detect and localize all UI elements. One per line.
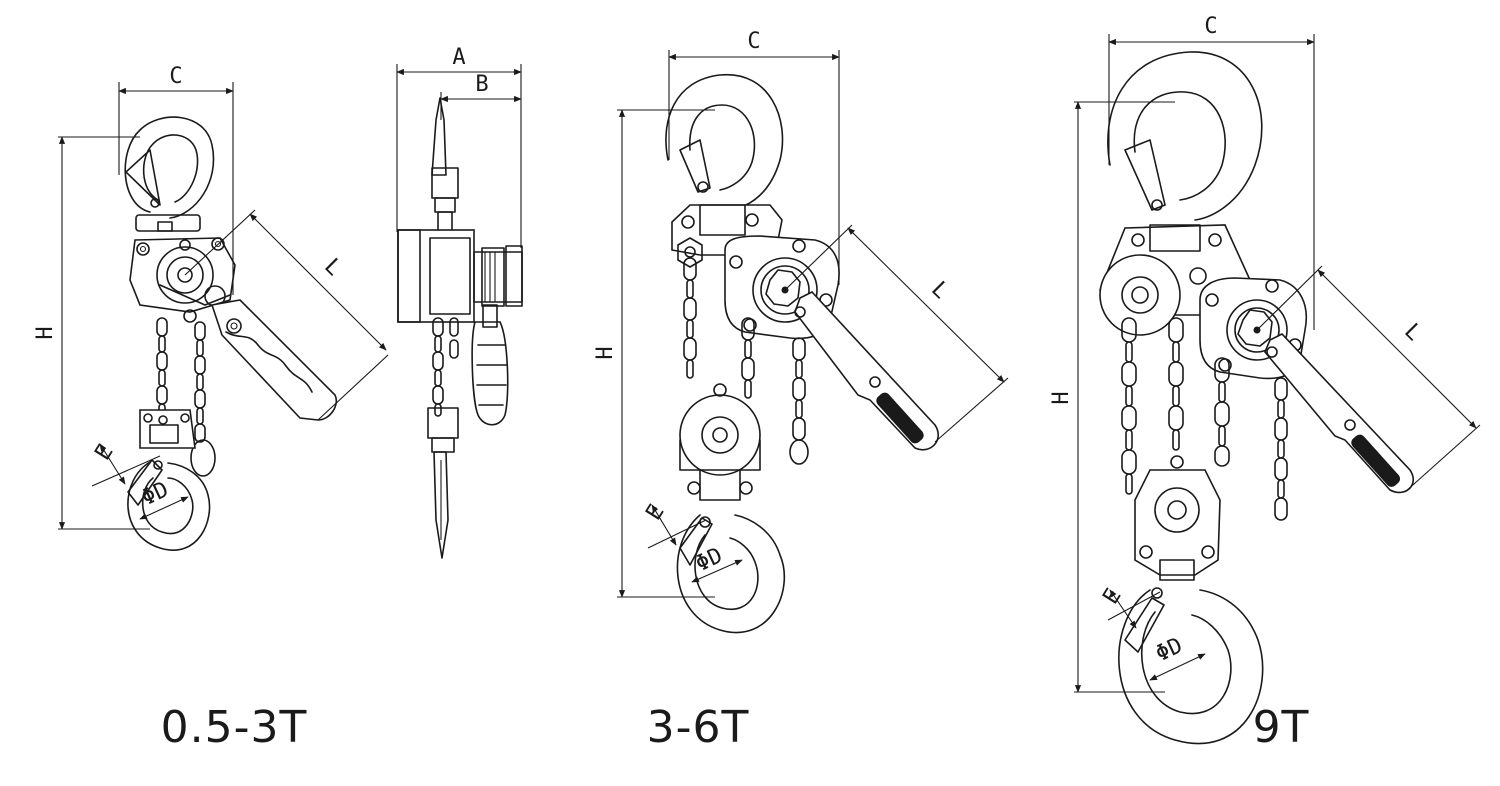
hoist-side-view [396,64,523,559]
lever-handle [794,291,939,451]
dimensions-large [1074,34,1481,693]
label-h-large: H [1049,391,1074,404]
hoist-medium [617,50,1009,634]
hoist-body [129,237,236,323]
lever-handle [210,299,337,421]
label-c-large: C [1204,14,1217,39]
top-hook [124,116,215,232]
hoist-large [1074,34,1481,745]
label-l-medium: L [926,277,953,304]
hoist-small [58,82,389,551]
label-phid-large: ΦD [1152,633,1187,667]
dimensions-medium [617,50,1009,598]
bottom-block [679,383,761,501]
label-h-medium: H [593,346,618,359]
label-l-large: L [1399,319,1426,346]
label-c-medium: C [747,29,760,54]
load-chains [683,257,809,465]
bottom-hook [127,409,211,551]
caption-medium: 3-6T [647,702,750,753]
caption-small: 0.5-3T [161,702,308,753]
load-chains [1121,317,1288,521]
label-c-small: C [169,64,182,89]
label-a: A [452,45,465,70]
side-chain [432,317,459,417]
bottom-hook [676,514,785,634]
top-hook [1107,51,1263,221]
label-e-medium: E [641,500,669,524]
top-hook [665,73,784,208]
label-e-small: E [90,440,118,464]
caption-large: 9T [1253,702,1310,753]
label-l-small: L [319,254,346,281]
label-h-small: H [33,326,58,339]
label-e-large: E [1098,584,1126,608]
load-chains [156,317,216,477]
label-b: B [475,72,488,97]
dimensions-small [58,82,389,530]
capacity-captions: 0.5-3T 3-6T 9T [161,702,1310,753]
bottom-block [1134,455,1221,581]
bottom-hook [1118,587,1264,745]
